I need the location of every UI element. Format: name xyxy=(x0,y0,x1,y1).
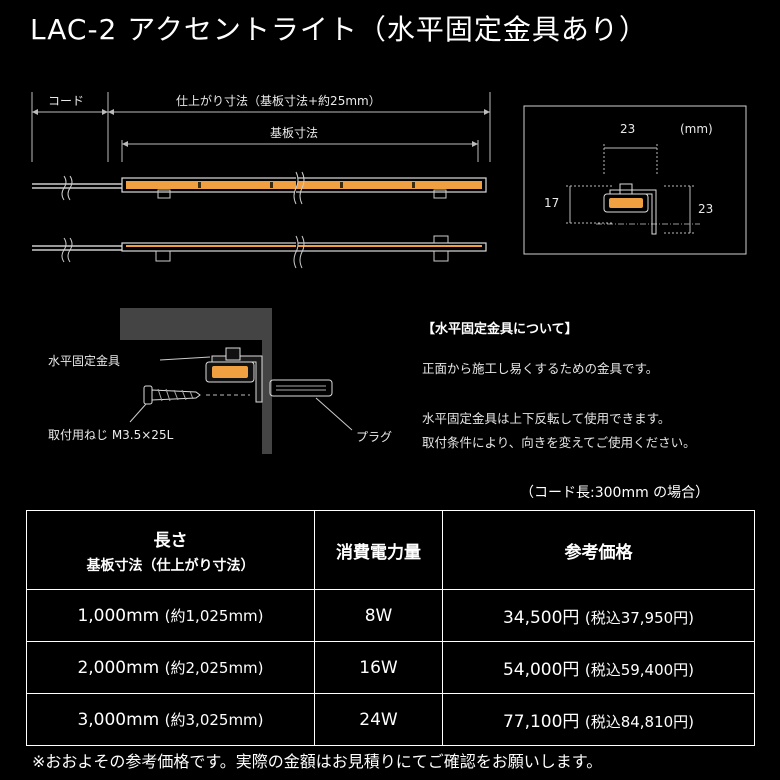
about-heading: 【水平固定金具について】 xyxy=(422,322,578,337)
about-line-3: 取付条件により、向きを変えてご使用ください。 xyxy=(422,435,696,450)
length-value: 3,000mm xyxy=(77,710,160,730)
cell-price: 34,500円 (税込37,950円) xyxy=(442,589,755,642)
cell-length: 1,000mm (約1,025mm) xyxy=(26,589,315,642)
cross-section-unit: (mm) xyxy=(680,122,713,136)
dimension-lines xyxy=(31,92,491,162)
header-length-sub: 基板寸法（仕上がり寸法） xyxy=(86,557,255,574)
cord-length-note: （コード長:300mm の場合） xyxy=(520,485,710,501)
finished-size-label: 仕上がり寸法（基板寸法+約25mm） xyxy=(176,94,381,108)
cell-price: 54,000円 (税込59,400円) xyxy=(442,641,755,694)
footnote: ※おおよその参考価格です。実際の金額はお見積りにてご確認をお願いします。 xyxy=(32,752,603,771)
price-tax: (税込59,400円) xyxy=(584,661,695,679)
length-paren: (約3,025mm) xyxy=(164,711,264,729)
header-length: 長さ 基板寸法（仕上がり寸法） xyxy=(26,510,315,590)
page-title: LAC-2 アクセントライト（水平固定金具あり） xyxy=(30,13,648,46)
price-tax: (税込84,810円) xyxy=(584,713,695,731)
length-value: 1,000mm xyxy=(77,606,160,626)
table-row: 3,000mm (約3,025mm) 24W 77,100円 (税込84,810… xyxy=(26,693,755,746)
about-line-1: 正面から施工し易くするための金具です。 xyxy=(422,361,659,376)
cross-section-panel xyxy=(523,105,747,255)
bracket-label: 水平固定金具 xyxy=(48,354,121,368)
cell-length: 2,000mm (約2,025mm) xyxy=(26,641,315,694)
header-power: 消費電力量 xyxy=(314,510,443,590)
cell-power: 8W xyxy=(314,589,443,642)
length-value: 2,000mm xyxy=(77,658,160,678)
table-row: 2,000mm (約2,025mm) 16W 54,000円 (税込59,400… xyxy=(26,641,755,694)
header-price: 参考価格 xyxy=(442,510,755,590)
screw-label: 取付用ねじ M3.5×25L xyxy=(48,428,174,442)
length-paren: (約1,025mm) xyxy=(164,607,264,625)
table-row: 1,000mm (約1,025mm) 8W 34,500円 (税込37,950円… xyxy=(26,589,755,642)
strip-side-view xyxy=(32,235,487,269)
cell-price: 77,100円 (税込84,810円) xyxy=(442,693,755,746)
cell-power: 24W xyxy=(314,693,443,746)
price-value: 34,500円 xyxy=(502,608,580,628)
about-line-2: 水平固定金具は上下反転して使用できます。 xyxy=(422,411,671,426)
length-paren: (約2,025mm) xyxy=(164,659,264,677)
price-value: 54,000円 xyxy=(502,660,580,680)
spec-table: 長さ 基板寸法（仕上がり寸法） 消費電力量 参考価格 1,000mm (約1,0… xyxy=(26,510,755,746)
cross-section-height-left: 17 xyxy=(544,196,560,210)
mounting-illustration xyxy=(120,308,353,454)
cross-section-height-right: 23 xyxy=(698,202,714,216)
header-length-main: 長さ xyxy=(153,530,188,551)
cross-section-width: 23 xyxy=(620,122,636,136)
board-size-label: 基板寸法 xyxy=(270,126,319,140)
price-value: 77,100円 xyxy=(502,712,580,732)
cell-length: 3,000mm (約3,025mm) xyxy=(26,693,315,746)
strip-top-view xyxy=(32,171,487,205)
cell-power: 16W xyxy=(314,641,443,694)
table-header-row: 長さ 基板寸法（仕上がり寸法） 消費電力量 参考価格 xyxy=(26,510,755,590)
plug-label: プラグ xyxy=(356,430,393,444)
cord-dimension-label: コード xyxy=(48,94,85,108)
price-tax: (税込37,950円) xyxy=(584,609,695,627)
